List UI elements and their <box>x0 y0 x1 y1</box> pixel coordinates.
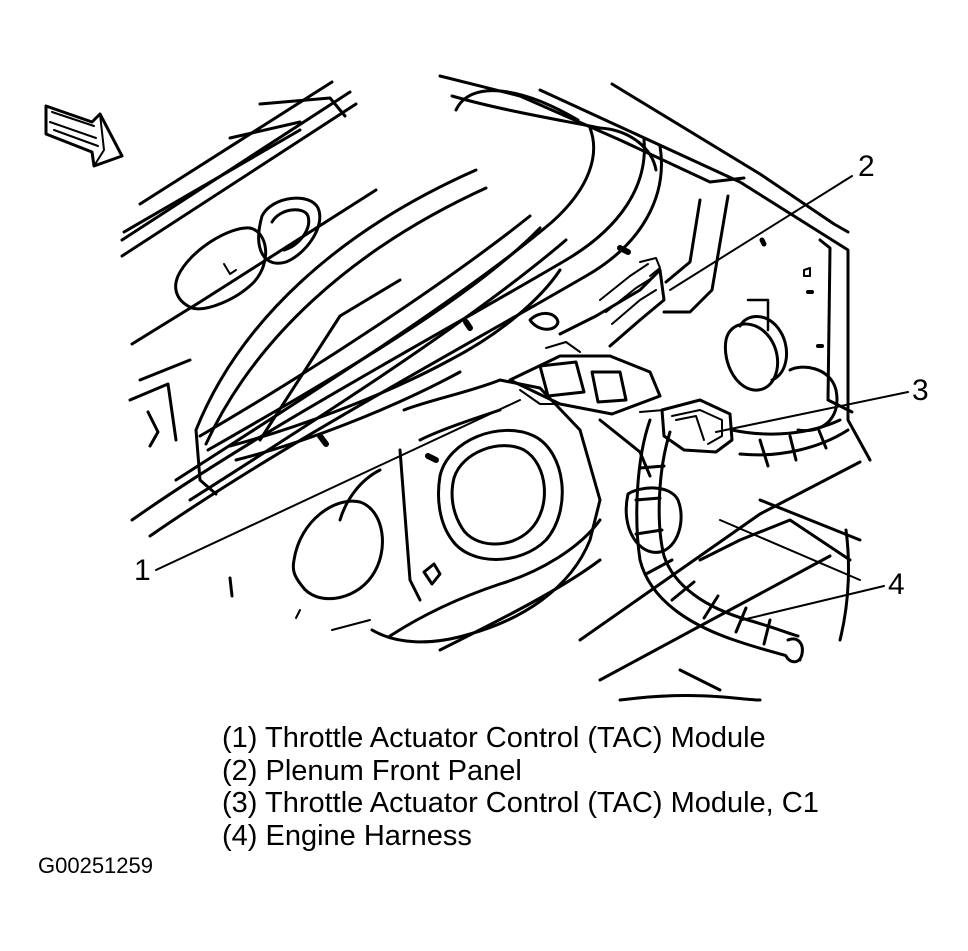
leader-line-3 <box>715 391 909 433</box>
plenum-cavity <box>194 168 562 496</box>
leader-line-4 <box>741 585 885 621</box>
engine-harness <box>634 418 850 664</box>
grommet-right <box>723 315 839 433</box>
leader-line-2 <box>669 175 853 291</box>
lower-body-lines <box>228 460 862 702</box>
lower-strut-openings <box>291 378 683 644</box>
callout-4: 4 <box>888 568 905 601</box>
legend-item: (1) Throttle Actuator Control (TAC) Modu… <box>222 722 766 754</box>
tac-module <box>508 257 666 416</box>
plenum-front-panel <box>538 82 872 462</box>
legend: (1) Throttle Actuator Control (TAC) Modu… <box>222 722 819 852</box>
legend-item: (2) Plenum Front Panel <box>222 754 522 787</box>
forward-arrow-icon <box>44 104 124 168</box>
grommet-upper-left <box>174 196 322 311</box>
callout-2: 2 <box>858 150 875 183</box>
legend-item: (4) Engine Harness <box>222 819 472 852</box>
callout-1: 1 <box>134 554 151 587</box>
callout-3: 3 <box>912 374 929 407</box>
leader-line-1 <box>155 399 521 571</box>
figure-id: G00251259 <box>38 853 153 878</box>
legend-item: (3) Throttle Actuator Control (TAC) Modu… <box>222 787 819 819</box>
tac-module-c1-connector <box>639 398 734 454</box>
leader-lines <box>155 175 909 621</box>
